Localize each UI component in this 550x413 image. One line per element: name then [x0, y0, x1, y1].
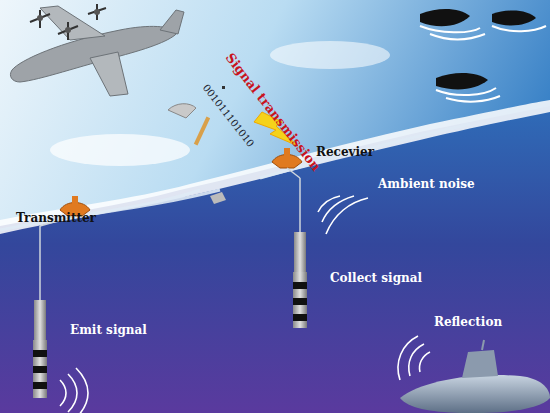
- transmitter-buoy: [33, 196, 90, 398]
- boat: [436, 73, 500, 102]
- transmitter-label: Transmitter: [16, 212, 96, 225]
- debris: [168, 104, 196, 118]
- debris: [222, 86, 225, 89]
- reflection-label: Reflection: [434, 316, 502, 329]
- sound-wave: [318, 196, 368, 234]
- cloud: [270, 41, 390, 69]
- boat: [420, 9, 485, 39]
- aircraft: [10, 4, 184, 96]
- foam-line: [0, 124, 470, 230]
- submarine: [400, 340, 550, 413]
- receiver-label: Recevier: [316, 146, 374, 159]
- sound-wave: [398, 336, 430, 380]
- underwater-area: [0, 106, 550, 413]
- collect-label: Collect signal: [330, 272, 422, 285]
- boat: [492, 11, 546, 32]
- receiver-buoy: [272, 148, 307, 328]
- cloud: [50, 134, 190, 166]
- debris: [210, 192, 226, 204]
- emit-label: Emit signal: [70, 324, 147, 337]
- debris: [194, 117, 210, 146]
- sound-wave: [60, 368, 88, 413]
- noise-label: Ambient noise: [378, 178, 475, 191]
